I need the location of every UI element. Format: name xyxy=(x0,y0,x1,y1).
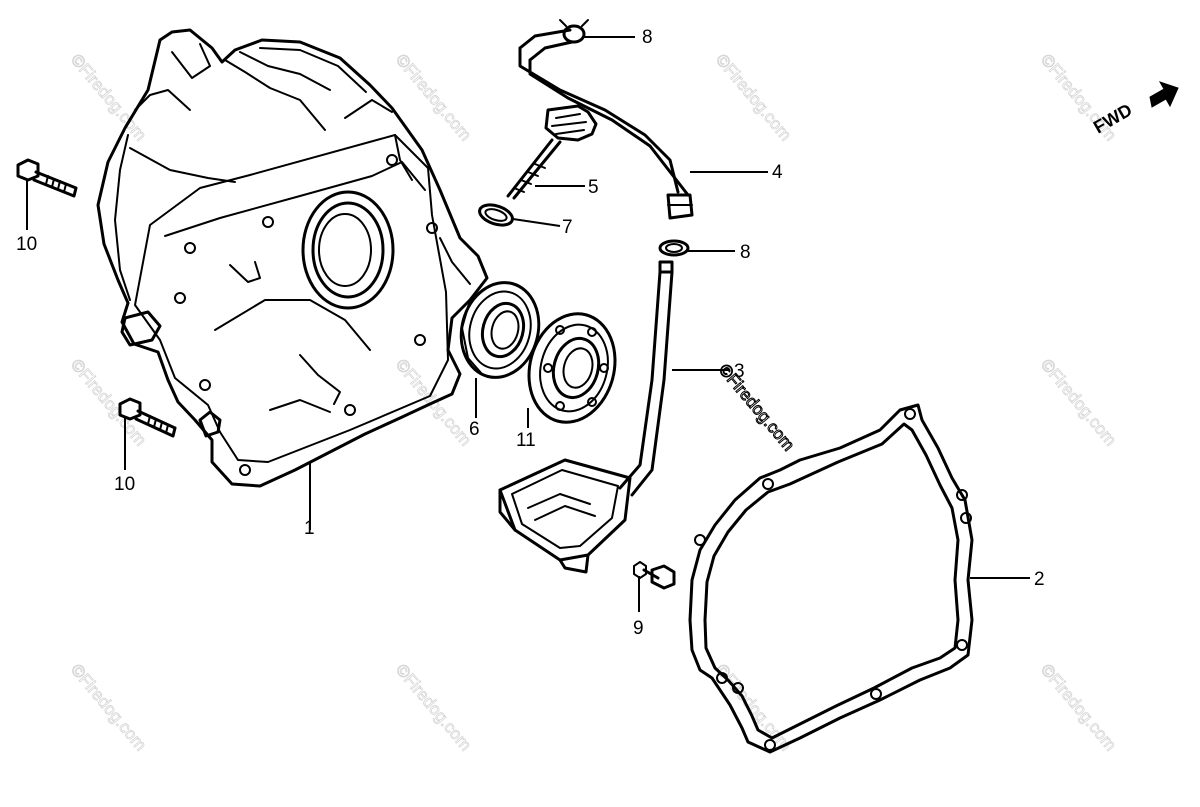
part-flange-bolt-lower xyxy=(118,397,177,438)
part-flange-bolt-upper xyxy=(16,158,78,198)
watermark: ©Firedog.com xyxy=(67,660,150,754)
watermark: ©Firedog.com xyxy=(392,50,475,144)
part-drain-bolt xyxy=(633,561,676,590)
callout-2: 2 xyxy=(1034,569,1045,590)
part-gasket xyxy=(688,403,974,754)
part-o-ring xyxy=(478,203,514,227)
callout-10-bottom: 10 xyxy=(114,474,135,495)
watermark: ©Firedog.com xyxy=(392,660,475,754)
part-tube-clip-upper xyxy=(559,19,589,44)
callout-3: 3 xyxy=(734,361,745,382)
watermark: ©Firedog.com xyxy=(67,50,150,144)
callout-4: 4 xyxy=(772,162,783,183)
part-oil-filler-cap xyxy=(506,104,598,200)
callout-6: 6 xyxy=(469,419,480,440)
callout-9: 9 xyxy=(633,618,644,639)
forward-direction-indicator: FWD xyxy=(1090,81,1179,137)
watermark-layer: ©Firedog.com ©Firedog.com ©Firedog.com ©… xyxy=(67,50,1121,755)
part-oil-tray xyxy=(498,260,674,574)
part-breather-tube xyxy=(518,28,694,220)
part-ball-bearing xyxy=(527,312,617,424)
callout-7: 7 xyxy=(562,217,573,238)
watermark: ©Firedog.com xyxy=(1037,355,1120,449)
callout-5: 5 xyxy=(588,177,599,198)
callout-10-top: 10 xyxy=(16,234,37,255)
watermark: ©Firedog.com xyxy=(715,360,798,454)
watermark: ©Firedog.com xyxy=(1037,660,1120,754)
leader-lines xyxy=(26,36,1030,612)
part-oil-seal xyxy=(459,281,541,379)
callout-11: 11 xyxy=(516,430,536,451)
callout-8-mid: 8 xyxy=(740,242,751,263)
part-crankcase-cover xyxy=(96,28,489,488)
forward-arrow-icon xyxy=(1149,81,1179,108)
part-tube-clip-lower xyxy=(658,239,690,257)
callout-labels: 1 2 3 4 5 6 7 8 8 9 10 10 11 xyxy=(16,27,1045,639)
watermark: ©Firedog.com xyxy=(712,50,795,144)
callout-8-top: 8 xyxy=(642,27,653,48)
callout-1: 1 xyxy=(304,518,315,539)
